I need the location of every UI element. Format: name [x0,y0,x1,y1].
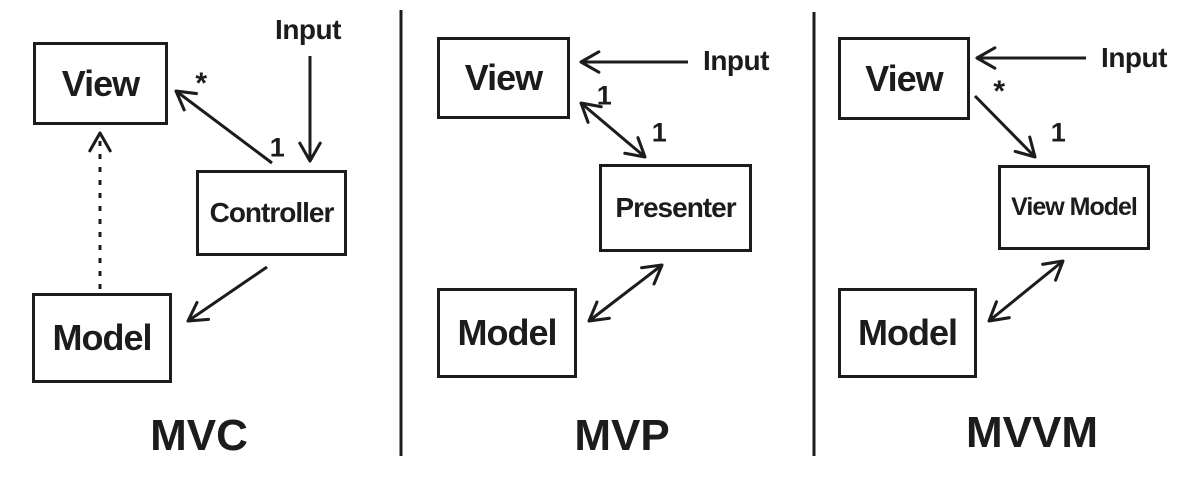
mvvm-viewmodel-label: View Model [1011,193,1138,221]
mvvm-panel-title: MVVM [966,408,1098,457]
mvc-panel-title: MVC [150,411,248,460]
mvvm-model-label: Model [858,312,958,353]
mvc-model-label: Model [52,317,153,358]
mvvm-model-box: Model [838,288,977,378]
mvvm-input-label: Input [1101,42,1167,73]
mvc-controller-label: Controller [209,197,335,228]
mvvm-view-box: View [838,37,970,120]
mvp-model-box: Model [437,288,577,378]
mvp-multiplicity-one-view: 1 [596,80,612,111]
mvvm-multiplicity-one: 1 [1050,117,1066,148]
mvvm-viewmodel-box: View Model [998,165,1150,250]
mvc-controller-to-model-arrow [186,265,268,323]
mvp-view-box: View [437,37,570,119]
mvp-panel-title: MVP [574,411,670,460]
mvc-view-box: View [33,42,168,125]
mvc-controller-box: Controller [196,170,347,256]
mvvm-view-label: View [865,57,943,99]
mvc-view-label: View [61,62,140,104]
mvvm-view-to-viewmodel-arrow [973,94,1037,159]
mvp-input-label: Input [703,45,769,76]
mvc-multiplicity-one: 1 [269,132,285,163]
mvp-model-label: Model [457,312,558,353]
mvvm-multiplicity-star: * [993,74,1005,108]
mvp-multiplicity-one-presenter: 1 [651,117,667,148]
mvc-input-label: Input [275,14,341,45]
mvp-presenter-label: Presenter [615,192,736,223]
mvc-controller-to-view-arrow [174,89,273,165]
mvc-model-box: Model [32,293,172,383]
mvc-multiplicity-star: * [195,66,207,100]
mvp-presenter-box: Presenter [599,164,752,252]
mvvm-viewmodel-model-double-arrow [987,259,1065,323]
mvp-view-presenter-double-arrow [579,101,647,159]
mvp-view-label: View [464,57,543,98]
mvp-presenter-model-double-arrow [587,263,664,323]
